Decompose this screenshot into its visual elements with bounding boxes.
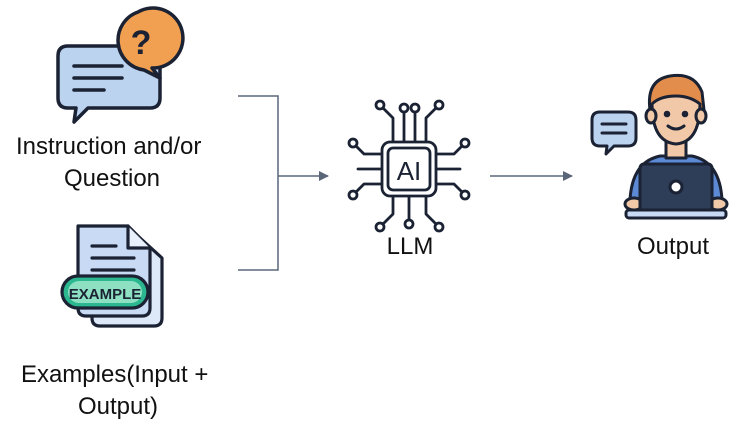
person-at-laptop-icon bbox=[590, 73, 729, 220]
merge-connector bbox=[238, 95, 329, 271]
llm-label: LLM bbox=[387, 233, 434, 260]
output-label: Output bbox=[637, 233, 709, 260]
question-speech-bubbles-icon: ? bbox=[56, 6, 185, 124]
instruction-label-line1: Instruction and/or bbox=[16, 133, 201, 160]
chip-ai-text: AI bbox=[397, 156, 422, 186]
ai-chip-icon: AI bbox=[347, 99, 471, 233]
examples-label-line2: Output) bbox=[78, 393, 158, 420]
instruction-label-line2: Question bbox=[64, 165, 160, 192]
examples-label-line1: Examples(Input + bbox=[21, 361, 208, 388]
instruction-label: Instruction and/or Question bbox=[16, 133, 208, 192]
example-documents-icon: EXAMPLE bbox=[60, 224, 164, 328]
svg-text:?: ? bbox=[131, 24, 152, 62]
example-badge-text: EXAMPLE bbox=[69, 286, 142, 303]
examples-label: Examples(Input + Output) bbox=[21, 361, 215, 420]
